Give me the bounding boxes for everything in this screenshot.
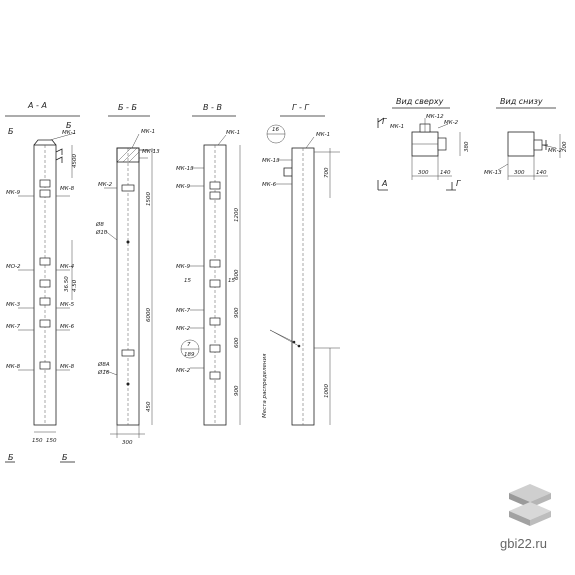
cut-mark-b-top-right: Б — [66, 121, 72, 130]
section-b-b: Б - Б МК-1 МК-13 МК-2 Ø8 Ø10 Ø8А Ø16 150… — [95, 103, 160, 446]
label-a-mk1: МК-1 — [62, 130, 76, 136]
section-g-g-title: Г - Г — [292, 103, 309, 112]
cut-mark-a: А — [381, 179, 387, 188]
cut-mark-g-bottom: Г — [456, 179, 461, 188]
label-top-mk12: МК-12 — [426, 114, 444, 120]
label-a-mk7: МК-7 — [6, 324, 21, 330]
label-top-mk2: МК-2 — [444, 120, 459, 126]
label-b-d10: Ø10 — [95, 229, 108, 236]
label-b-mk2: МК-2 — [98, 182, 113, 188]
label-v-mk9: МК-9 — [176, 264, 191, 270]
label-g-mk6: МК-6 — [262, 182, 277, 188]
dim-a-4500: 4500 — [72, 154, 78, 168]
label-a-mk6: МК-6 — [60, 324, 75, 330]
label-v-mk2-bottom: МК-2 — [176, 368, 191, 374]
stacked-slabs-icon — [509, 484, 551, 526]
view-top-title: Вид сверху — [396, 97, 444, 106]
label-g-mk1: МК-1 — [316, 132, 330, 138]
label-bottom-mk2: МК-2 — [548, 148, 563, 154]
dim-b-300: 300 — [122, 440, 133, 446]
label-a-mk8-right: МК-8 — [60, 364, 75, 370]
dim-v-600-top: 600 — [234, 269, 240, 280]
label-b-d8a: Ø8А — [97, 361, 110, 368]
label-a-mk9: МК-9 — [6, 190, 21, 196]
dim-top-380: 380 — [464, 141, 470, 152]
label-v-15-left: 15 — [184, 278, 191, 284]
label-a-mo2: МО-2 — [6, 264, 21, 270]
dim-bottom-300: 300 — [514, 170, 525, 176]
view-bottom: Вид снизу МК-2 МК-13 300 140 200 — [484, 97, 568, 180]
label-v-mk1: МК-1 — [226, 130, 240, 136]
dim-g-700: 700 — [324, 167, 330, 178]
dim-bottom-140: 140 — [536, 170, 547, 176]
view-bottom-title: Вид снизу — [500, 97, 543, 106]
dim-b-1500: 1500 — [146, 192, 152, 206]
callout-g-top: 16 — [272, 127, 279, 133]
watermark-site: gbi22.ru — [500, 536, 547, 551]
label-v-mk9-top: МК-9 — [176, 184, 191, 190]
dim-v-900-mid: 900 — [234, 307, 240, 318]
label-top-mk1: МК-1 — [390, 124, 404, 130]
view-bottom-body — [507, 131, 535, 157]
dim-v-900-bottom: 900 — [234, 385, 240, 396]
dim-a-bottom-150-right: 150 — [46, 438, 57, 444]
dim-top-300: 300 — [418, 170, 429, 176]
label-b-d16: Ø16 — [97, 369, 110, 376]
label-b-mk1: МК-1 — [141, 129, 155, 135]
label-a-mk8-left: МК-8 — [6, 364, 21, 370]
section-a-a-title: А - А — [27, 101, 47, 110]
dim-v-600-bottom: 600 — [234, 337, 240, 348]
section-v-v: В - В МК-1 МК-13 МК-9 МК-9 15 15 МК-7 МК… — [176, 103, 241, 426]
section-v-v-title: В - В — [203, 103, 222, 112]
label-v-mk13: МК-13 — [176, 166, 194, 172]
dim-v-1200: 1200 — [234, 208, 240, 222]
label-a-mk8: МК-8 — [60, 186, 75, 192]
label-b-d8: Ø8 — [95, 221, 104, 228]
dim-b-6000: 6000 — [146, 308, 152, 322]
note-g-distribution: Места распределения — [262, 353, 268, 418]
label-bottom-mk13: МК-13 — [484, 170, 502, 176]
dim-b-450: 450 — [146, 401, 152, 412]
label-v-mk2-mid: МК-2 — [176, 326, 191, 332]
cut-mark-g-top: Г — [382, 117, 387, 126]
cut-mark-b-bottom-right: Б — [62, 453, 68, 462]
label-a-mk3: МК-3 — [6, 302, 21, 308]
dim-top-140: 140 — [440, 170, 451, 176]
dim-g-1000: 1000 — [324, 384, 330, 398]
label-b-mk13: МК-13 — [142, 149, 160, 155]
view-top: Вид сверху МК-1 МК-12 МК-2 Г А Г 300 140… — [377, 97, 470, 191]
section-b-b-title: Б - Б — [118, 103, 137, 112]
section-a-a: А - А Б Б МК-1 МК-9 МК-8 МО-2 МК-4 — [5, 101, 80, 463]
label-a-mk5: МК-5 — [60, 302, 75, 308]
dim-bottom-200: 200 — [562, 141, 568, 152]
label-v-15-right: 15 — [228, 278, 235, 284]
dim-a-450: 4.50 — [72, 279, 78, 292]
label-a-mk4: МК-4 — [60, 264, 75, 270]
dim-a-bottom-150-left: 150 — [32, 438, 43, 444]
label-g-mk13: МК-13 — [262, 158, 280, 164]
cut-mark-b-top-left: Б — [8, 127, 14, 136]
callout-v-bottom: 189 — [184, 352, 195, 358]
label-v-mk7: МК-7 — [176, 308, 191, 314]
cut-mark-b-bottom-left: Б — [8, 453, 14, 462]
dim-a-3650: 36.50 — [64, 276, 70, 292]
callout-v-top: 7 — [187, 342, 191, 348]
section-g-g: Г - Г 16 МК-1 МК-13 МК-6 700 1000 Места … — [262, 103, 340, 426]
